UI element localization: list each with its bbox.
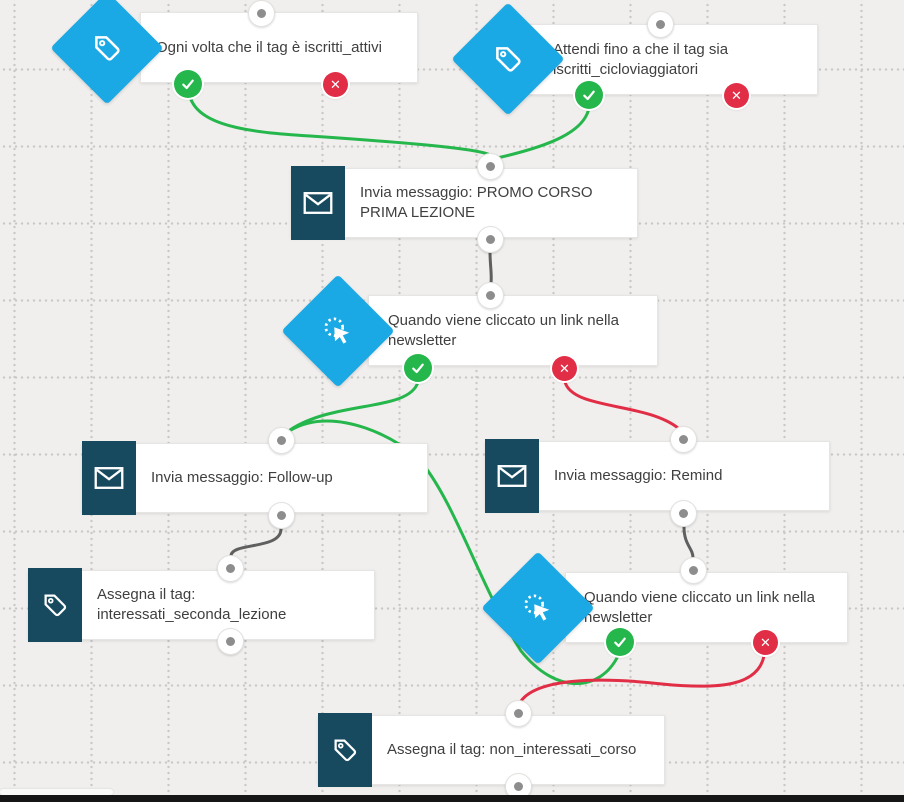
trigger-diamond[interactable]: [451, 2, 565, 116]
no-badge[interactable]: ✕: [753, 630, 778, 655]
connector-dot[interactable]: [217, 628, 244, 655]
tag-icon: [44, 594, 67, 617]
connector-dot[interactable]: [268, 502, 295, 529]
edge-click2-no-to-tag2: [519, 654, 766, 703]
check-icon: [614, 637, 626, 648]
node-label: Quando viene cliccato un link nella news…: [584, 588, 815, 626]
edge-followup-to-tag1: [229, 527, 283, 558]
yes-badge[interactable]: [606, 628, 634, 656]
node-label: Invia messaggio: PROMO CORSO PRIMA LEZIO…: [360, 184, 593, 221]
node-label: Assegna il tag: non_interessati_corso: [387, 741, 637, 758]
check-icon: [412, 363, 424, 374]
connector-dot[interactable]: [505, 700, 532, 727]
connector-dot[interactable]: [670, 426, 697, 453]
no-badge[interactable]: ✕: [724, 83, 749, 108]
no-badge[interactable]: ✕: [323, 72, 348, 97]
yes-badge[interactable]: [575, 81, 603, 109]
edge-remind-to-click2: [682, 525, 695, 560]
yes-badge[interactable]: [174, 70, 202, 98]
tag-icon: [95, 36, 120, 61]
node-tag-interessati[interactable]: Assegna il tag: interessati_seconda_lezi…: [28, 570, 375, 640]
trigger-diamond[interactable]: [50, 0, 164, 105]
no-badge[interactable]: ✕: [552, 356, 577, 381]
edge-trigger1-yes-to-promo: [188, 95, 490, 156]
edge-trigger2-yes-to-promo: [495, 106, 591, 160]
connector-dot[interactable]: [248, 0, 275, 27]
bottom-bar: [0, 795, 904, 802]
click-icon: [524, 594, 550, 621]
edge-click1-no-to-remind: [563, 380, 680, 430]
node-label: Quando viene cliccato un link nella news…: [388, 311, 619, 349]
envelope-icon: [94, 467, 124, 489]
node-label: Attendi fino a che il tag sia iscritti_c…: [553, 40, 729, 78]
node-email-promo[interactable]: Invia messaggio: PROMO CORSO PRIMA LEZIO…: [291, 168, 638, 238]
node-label: Ogni volta che il tag è iscritti_attivi: [156, 38, 382, 56]
connector-dot[interactable]: [477, 226, 504, 253]
node-label: Invia messaggio: Remind: [554, 467, 723, 484]
condition-diamond[interactable]: [481, 551, 595, 665]
envelope-icon: [497, 465, 527, 487]
connector-dot[interactable]: [670, 500, 697, 527]
node-email-remind[interactable]: Invia messaggio: Remind: [485, 441, 830, 511]
check-icon: [182, 79, 194, 90]
node-email-followup[interactable]: Invia messaggio: Follow-up: [82, 443, 428, 513]
tag-icon: [496, 47, 521, 72]
horizontal-scrollbar[interactable]: [0, 789, 113, 795]
tag-tile[interactable]: [318, 713, 372, 787]
tag-icon: [334, 739, 357, 762]
connector-dot[interactable]: [477, 282, 504, 309]
condition-diamond[interactable]: [281, 274, 395, 388]
connector-dot[interactable]: [217, 555, 244, 582]
email-tile[interactable]: [485, 439, 539, 513]
check-icon: [583, 90, 595, 101]
node-link-click-2[interactable]: Quando viene cliccato un link nella news…: [565, 572, 848, 643]
node-trigger-tag-2[interactable]: Attendi fino a che il tag sia iscritti_c…: [528, 24, 818, 95]
node-label: Invia messaggio: Follow-up: [151, 469, 333, 486]
edge-click1-yes-to-followup: [288, 380, 420, 432]
connector-dot[interactable]: [477, 153, 504, 180]
email-tile[interactable]: [82, 441, 136, 515]
email-tile[interactable]: [291, 166, 345, 240]
connector-dot[interactable]: [268, 427, 295, 454]
connector-dot[interactable]: [680, 557, 707, 584]
tag-tile[interactable]: [28, 568, 82, 642]
envelope-icon: [303, 192, 333, 214]
yes-badge[interactable]: [404, 354, 432, 382]
connector-dot[interactable]: [647, 11, 674, 38]
node-label: Assegna il tag: interessati_seconda_lezi…: [97, 586, 287, 623]
click-icon: [324, 317, 350, 344]
edge-promo-to-click1: [488, 249, 493, 285]
